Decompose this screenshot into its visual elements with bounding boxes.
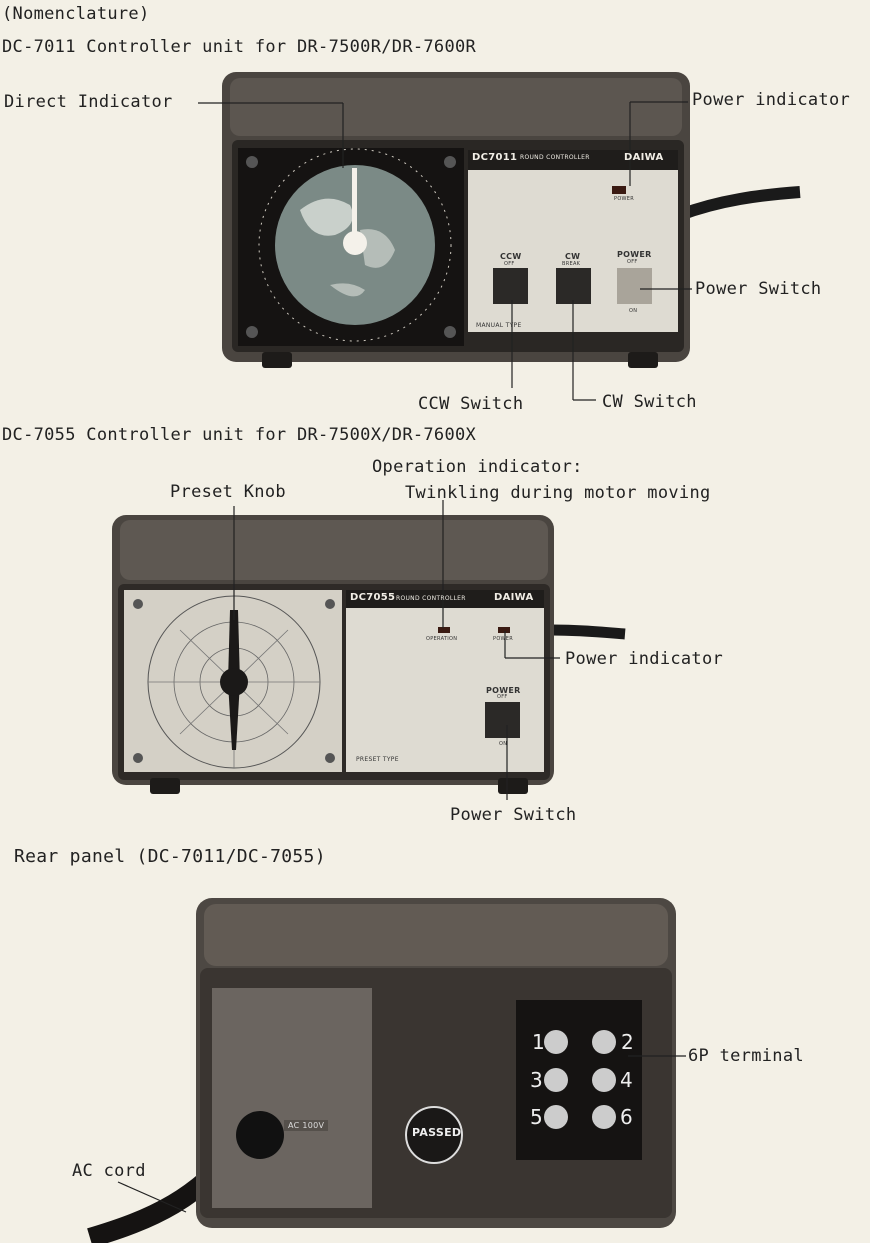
ac-cord-grommet — [236, 1111, 284, 1159]
terminal-6: 6 — [620, 1105, 634, 1129]
terminal-1: 1 — [532, 1030, 546, 1054]
power-cable-7011 — [677, 186, 801, 221]
dc7055-operation-led — [438, 627, 450, 633]
label-ccw-switch: CCW Switch — [418, 394, 524, 414]
label-operation-indicator-1: Operation indicator: — [372, 457, 583, 477]
dc7055-operation-label: OPERATION — [426, 636, 458, 642]
dc7011-map-dial — [275, 165, 435, 325]
label-power-switch-7011: Power Switch — [695, 279, 822, 299]
dc7011-type: MANUAL TYPE — [476, 322, 522, 329]
dc7055-power-sub: OFF — [497, 694, 508, 700]
terminal-3: 3 — [530, 1068, 544, 1092]
label-cw-switch: CW Switch — [602, 392, 697, 412]
dc7055-type: PRESET TYPE — [356, 756, 399, 763]
label-power-indicator-7055: Power indicator — [565, 649, 724, 669]
label-preset-knob: Preset Knob — [170, 482, 286, 502]
ac-cord-tag: AC 100V — [284, 1120, 329, 1131]
dc7011-ccw-key — [493, 268, 528, 304]
rear-caption: Rear panel (DC-7011/DC-7055) — [14, 846, 326, 867]
dc7055-power-led-label: POWER — [493, 636, 514, 642]
dc7011-scale-ring — [258, 148, 452, 342]
dc7011-power-on: ON — [629, 308, 638, 314]
dc7055-power-label: POWER — [486, 686, 521, 695]
label-6p-terminal: 6P terminal — [688, 1046, 804, 1066]
dc7055-power-led — [498, 627, 510, 633]
dc7055-brand: DAIWA — [494, 592, 534, 603]
dc7011-caption: DC-7011 Controller unit for DR-7500R/DR-… — [2, 37, 477, 57]
dc7055-front-bezel — [118, 584, 550, 780]
dc7011-subtitle: ROUND CONTROLLER — [520, 154, 590, 161]
dc7011-power-label: POWER — [617, 250, 652, 259]
dc7011-power-sub: OFF — [627, 259, 638, 265]
dc7011-cw-sub: BREAK — [562, 261, 581, 267]
dc7011-cw-label: CW — [565, 252, 581, 261]
label-ac-cord: AC cord — [72, 1161, 146, 1181]
passed-badge-text: PASSED — [412, 1126, 462, 1139]
dc7055-control-panel — [346, 590, 544, 772]
rear-back-plate — [200, 968, 672, 1218]
dc7011-front-bezel — [232, 140, 684, 352]
dc7011-case — [222, 72, 690, 362]
nomenclature-heading: (Nomenclature) — [2, 4, 150, 24]
dc7011-power-key — [617, 268, 652, 304]
dc7055-caption: DC-7055 Controller unit for DR-7500X/DR-… — [2, 425, 477, 445]
rear-case — [196, 898, 676, 1228]
terminal-2: 2 — [621, 1030, 635, 1054]
rear-label-area — [212, 988, 372, 1208]
dc7011-control-panel — [468, 150, 678, 332]
dc7055-preset-knob — [228, 610, 240, 750]
label-power-switch-7055: Power Switch — [450, 805, 577, 825]
dc7011-model: DC7011 — [472, 152, 518, 163]
dc7011-cw-key — [556, 268, 591, 304]
power-cable-7055 — [551, 624, 626, 640]
terminal-5: 5 — [530, 1105, 544, 1129]
terminal-4: 4 — [620, 1068, 634, 1092]
label-direct-indicator: Direct Indicator — [4, 92, 173, 112]
ac-cord — [87, 1129, 257, 1243]
label-power-indicator-7011: Power indicator — [692, 90, 851, 110]
dc7055-power-key — [485, 702, 520, 738]
dc7011-power-led-label: POWER — [614, 196, 635, 202]
dc7055-model: DC7055 — [350, 592, 396, 603]
label-operation-indicator-2: Twinkling during motor moving — [405, 483, 711, 503]
dc7011-brand: DAIWA — [624, 152, 664, 163]
dc7055-case — [112, 515, 554, 785]
dc7055-preset-dial — [124, 590, 342, 772]
dc7011-ccw-label: CCW — [500, 252, 522, 261]
dc7011-direction-needle — [352, 168, 357, 250]
dc7011-ccw-sub: OFF — [504, 261, 515, 267]
dc7055-subtitle: ROUND CONTROLLER — [396, 595, 466, 602]
dc7055-power-on: ON — [499, 741, 508, 747]
dc7011-power-led — [612, 186, 626, 194]
